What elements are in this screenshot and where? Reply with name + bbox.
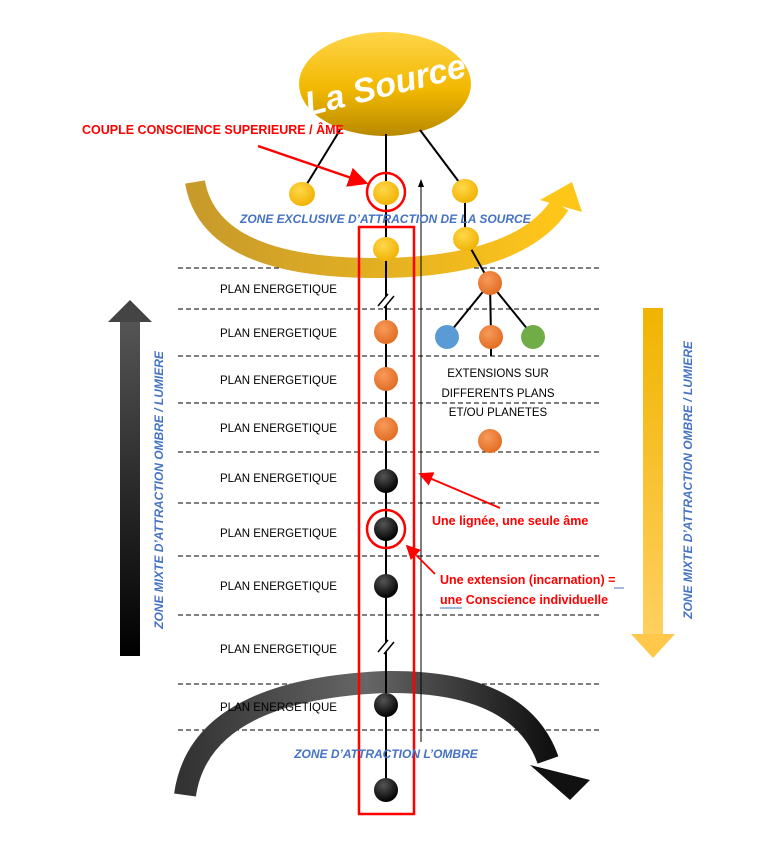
node (374, 517, 398, 541)
couple-arrow (257, 144, 369, 187)
lignee-label: Une lignée, une seule âme (432, 514, 588, 528)
left-up-arrow (108, 300, 152, 656)
break-marks (377, 293, 395, 655)
plan-label: PLAN ENERGETIQUE (220, 644, 337, 656)
node (479, 325, 503, 349)
node (374, 574, 398, 598)
extension-label-1: Une extension (incarnation) = (440, 573, 615, 587)
node (374, 367, 398, 391)
node (373, 237, 399, 261)
zone-exclusive-label: ZONE EXCLUSIVE D’ATTRACTION DE LA SOURCE (239, 212, 532, 226)
lineage-box (357, 225, 416, 816)
plan-label: PLAN ENERGETIQUE (220, 375, 337, 387)
node (374, 417, 398, 441)
lignee-arrow (418, 472, 501, 509)
extension-highlight-circle (365, 508, 407, 550)
source-arc-arrowhead (540, 182, 582, 212)
plan-label: PLAN ENERGETIQUE (220, 328, 337, 340)
source-arc-arrow (185, 179, 569, 279)
node (478, 429, 502, 453)
node (374, 469, 398, 493)
extension-arrow (405, 544, 436, 575)
extensions-label-2: DIFFERENTS PLANS (441, 388, 554, 400)
zone-ombre-label: ZONE D’ATTRACTION L’OMBRE (293, 747, 479, 761)
shadow-arc-arrowhead (530, 765, 590, 800)
couple-label: COUPLE CONSCIENCE SUPERIEURE / ÂME (82, 122, 344, 137)
node-blue (435, 325, 459, 349)
zone-mixte-right-label: ZONE MIXTE D’ATTRACTION OMBRE / LUMIERE (681, 340, 695, 620)
right-down-arrow (631, 308, 675, 658)
soul-node-center (373, 181, 399, 205)
plan-label: PLAN ENERGETIQUE (220, 284, 337, 296)
source-ellipse (299, 32, 471, 136)
plan-label: PLAN ENERGETIQUE (220, 528, 337, 540)
plan-label: PLAN ENERGETIQUE (220, 702, 337, 714)
node (453, 227, 479, 251)
extensions-label-3: ET/OU PLANETES (449, 407, 548, 419)
node (374, 320, 398, 344)
extensions-label-1: EXTENSIONS SUR (447, 368, 549, 380)
node (374, 693, 398, 717)
plan-label: PLAN ENERGETIQUE (220, 473, 337, 485)
zone-mixte-left-label: ZONE MIXTE D’ATTRACTION OMBRE / LUMIERE (152, 350, 166, 630)
plan-label: PLAN ENERGETIQUE (220, 581, 337, 593)
soul-node-left (289, 182, 315, 206)
extension-label-2: une Conscience individuelle (440, 593, 608, 607)
plan-labels: PLAN ENERGETIQUE PLAN ENERGETIQUE PLAN E… (220, 284, 337, 714)
plan-label: PLAN ENERGETIQUE (220, 423, 337, 435)
node (374, 778, 398, 802)
soul-highlight-circle (365, 171, 407, 213)
soul-node-right (452, 179, 478, 203)
node (478, 271, 502, 295)
nodes (289, 179, 545, 802)
node-green (521, 325, 545, 349)
shadow-arc-arrow (174, 670, 559, 797)
